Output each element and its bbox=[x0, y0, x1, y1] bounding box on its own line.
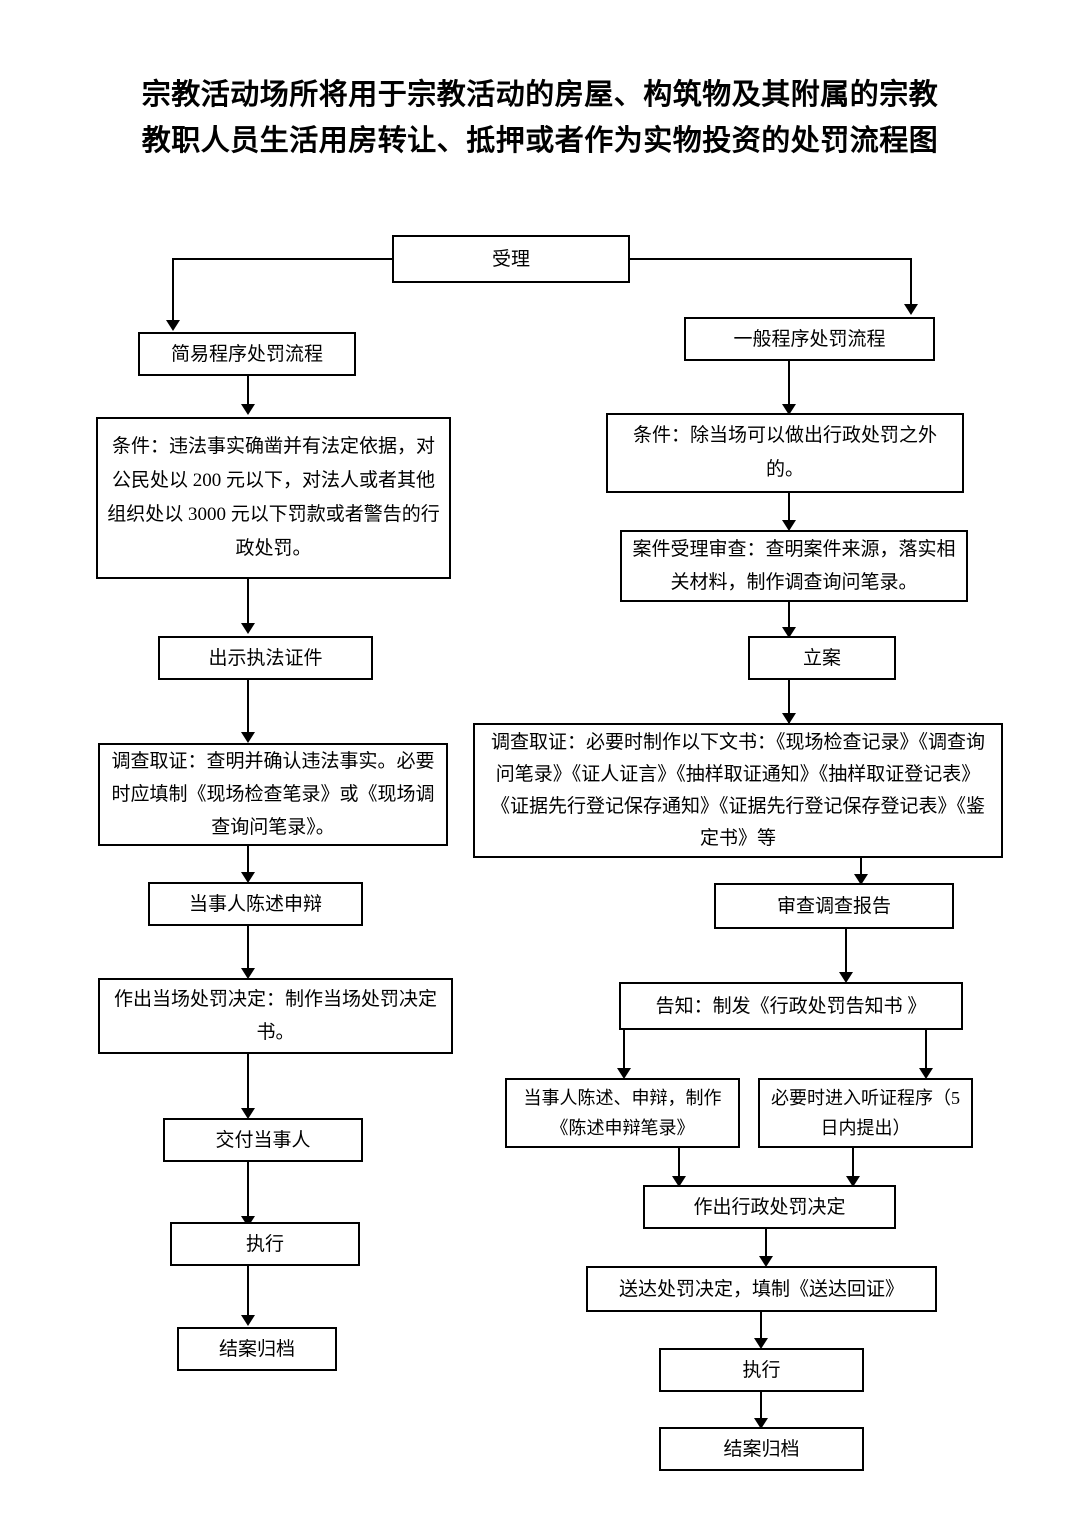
connector-hearing-to-decision bbox=[852, 1148, 854, 1181]
arrow-simple-branch-to-condition bbox=[241, 404, 255, 415]
connector-simple-branch-to-condition bbox=[247, 376, 249, 407]
arrow-party-statement-to-decision bbox=[672, 1176, 686, 1187]
arrow-hearing-to-decision bbox=[846, 1176, 860, 1187]
connector-case-review-to-file bbox=[788, 602, 790, 632]
arrow-credentials-to-investigate bbox=[241, 732, 255, 743]
node-show-credentials[interactable]: 出示执法证件 bbox=[158, 636, 373, 680]
arrow-deliver-to-execute bbox=[241, 1216, 255, 1227]
arrow-investigate-to-review-report bbox=[854, 874, 868, 885]
connector-notify-to-hearing bbox=[925, 1030, 927, 1072]
node-make-decision[interactable]: 作出行政处罚决定 bbox=[643, 1185, 896, 1229]
arrow-case-review-to-file bbox=[782, 627, 796, 638]
arrow-execute-to-archive bbox=[241, 1315, 255, 1326]
connector-notify-to-party-statement bbox=[623, 1030, 625, 1072]
node-simple-condition[interactable]: 条件：违法事实确凿并有法定依据，对公民处以 200 元以下，对法人或者其他组织处… bbox=[96, 417, 451, 579]
connector-review-report-to-notify bbox=[845, 929, 847, 977]
connector-condition-to-case-review bbox=[788, 493, 790, 523]
node-accept[interactable]: 受理 bbox=[392, 235, 630, 283]
arrow-serve-to-general-execute bbox=[754, 1338, 768, 1349]
node-onsite-decision[interactable]: 作出当场处罚决定：制作当场处罚决定书。 bbox=[98, 978, 453, 1054]
connector-root-left-vertical bbox=[172, 258, 174, 321]
node-simple-execute-label: 执行 bbox=[245, 1233, 284, 1255]
connector-investigate-to-review-report bbox=[860, 858, 862, 883]
node-review-report[interactable]: 审查调查报告 bbox=[714, 883, 954, 929]
connector-execute-to-archive bbox=[247, 1266, 249, 1318]
node-general-archive-label: 结案归档 bbox=[723, 1438, 800, 1460]
node-case-review[interactable]: 案件受理审查：查明案件来源，落实相关材料，制作调查询问笔录。 bbox=[620, 530, 968, 602]
node-simple-archive[interactable]: 结案归档 bbox=[177, 1327, 337, 1371]
node-simple-statement[interactable]: 当事人陈述申辩 bbox=[148, 882, 363, 926]
connector-general-branch-to-condition bbox=[788, 361, 790, 407]
node-party-statement[interactable]: 当事人陈述、申辩，制作《陈述申辩笔录》 bbox=[505, 1078, 740, 1148]
node-hearing[interactable]: 必要时进入听证程序（5 日内提出） bbox=[758, 1078, 973, 1148]
arrow-file-to-general-investigate bbox=[782, 713, 796, 724]
node-general-investigate-label: 调查取证：必要时制作以下文书：《现场检查记录》《调查询问笔录》《证人证言》《抽样… bbox=[490, 731, 985, 849]
node-party-statement-label: 当事人陈述、申辩，制作《陈述申辩笔录》 bbox=[523, 1088, 722, 1138]
arrow-statement-to-onsite bbox=[241, 968, 255, 979]
connector-file-to-general-investigate bbox=[788, 680, 790, 726]
node-general-branch-label: 一般程序处罚流程 bbox=[733, 328, 886, 350]
node-deliver-party-label: 交付当事人 bbox=[215, 1129, 311, 1151]
node-general-archive[interactable]: 结案归档 bbox=[659, 1427, 864, 1471]
arrow-decision-to-serve bbox=[759, 1256, 773, 1267]
node-make-decision-label: 作出行政处罚决定 bbox=[693, 1196, 846, 1218]
node-general-investigate[interactable]: 调查取证：必要时制作以下文书：《现场检查记录》《调查询问笔录》《证人证言》《抽样… bbox=[473, 723, 1003, 858]
arrow-review-report-to-notify bbox=[839, 972, 853, 983]
arrow-condition-to-case-review bbox=[782, 520, 796, 531]
node-general-branch[interactable]: 一般程序处罚流程 bbox=[684, 317, 935, 361]
node-general-condition[interactable]: 条件：除当场可以做出行政处罚之外的。 bbox=[606, 413, 964, 493]
node-show-credentials-label: 出示执法证件 bbox=[208, 647, 323, 669]
arrow-root-to-general bbox=[904, 304, 918, 315]
page-title: 宗教活动场所将用于宗教活动的房屋、构筑物及其附属的宗教教职人员生活用房转让、抵押… bbox=[141, 79, 939, 157]
node-notify[interactable]: 告知：制发《行政处罚告知书 》 bbox=[619, 982, 963, 1030]
node-case-review-label: 案件受理审查：查明案件来源，落实相关材料，制作调查询问笔录。 bbox=[632, 539, 956, 593]
node-simple-branch-label: 简易程序处罚流程 bbox=[170, 343, 323, 365]
node-general-execute-label: 执行 bbox=[742, 1359, 781, 1381]
node-simple-investigate[interactable]: 调查取证：查明并确认违法事实。必要时应填制《现场检查笔录》或《现场调查询问笔录》… bbox=[98, 743, 448, 846]
node-serve-decision[interactable]: 送达处罚决定，填制《送达回证》 bbox=[586, 1266, 937, 1312]
connector-onsite-to-deliver bbox=[247, 1054, 249, 1111]
connector-decision-to-serve bbox=[765, 1229, 767, 1261]
node-file-case[interactable]: 立案 bbox=[748, 636, 896, 680]
node-serve-decision-label: 送达处罚决定，填制《送达回证》 bbox=[618, 1278, 904, 1300]
node-file-case-label: 立案 bbox=[802, 647, 841, 669]
connector-general-execute-to-archive bbox=[760, 1392, 762, 1422]
connector-investigate-to-statement bbox=[247, 846, 249, 879]
connector-deliver-to-execute bbox=[247, 1162, 249, 1219]
connector-serve-to-general-execute bbox=[760, 1312, 762, 1343]
connector-simple-condition-to-credentials bbox=[247, 579, 249, 626]
node-deliver-party[interactable]: 交付当事人 bbox=[163, 1118, 363, 1162]
node-notify-label: 告知：制发《行政处罚告知书 》 bbox=[655, 995, 927, 1017]
arrow-notify-to-party-statement bbox=[617, 1068, 631, 1079]
node-simple-condition-label: 条件：违法事实确凿并有法定依据，对公民处以 200 元以下，对法人或者其他组织处… bbox=[107, 436, 440, 559]
node-simple-investigate-label: 调查取证：查明并确认违法事实。必要时应填制《现场检查笔录》或《现场调查询问笔录》… bbox=[111, 751, 435, 838]
node-review-report-label: 审查调查报告 bbox=[776, 895, 891, 917]
arrow-simple-condition-to-credentials bbox=[241, 623, 255, 634]
connector-party-statement-to-decision bbox=[678, 1148, 680, 1181]
connector-statement-to-onsite bbox=[247, 926, 249, 973]
connector-credentials-to-investigate bbox=[247, 680, 249, 735]
node-simple-branch[interactable]: 简易程序处罚流程 bbox=[138, 332, 356, 376]
node-simple-statement-label: 当事人陈述申辩 bbox=[188, 893, 322, 915]
arrow-root-to-simple bbox=[166, 320, 180, 331]
connector-root-right-horizontal bbox=[628, 258, 912, 260]
node-hearing-label: 必要时进入听证程序（5 日内提出） bbox=[771, 1088, 960, 1138]
connector-root-left-horizontal bbox=[172, 258, 394, 260]
node-general-condition-label: 条件：除当场可以做出行政处罚之外的。 bbox=[632, 425, 937, 480]
arrow-notify-to-hearing bbox=[919, 1068, 933, 1079]
node-accept-label: 受理 bbox=[491, 248, 530, 270]
arrow-investigate-to-statement bbox=[241, 872, 255, 883]
node-simple-archive-label: 结案归档 bbox=[218, 1338, 295, 1360]
arrow-general-execute-to-archive bbox=[754, 1418, 768, 1429]
node-onsite-decision-label: 作出当场处罚决定：制作当场处罚决定书。 bbox=[113, 989, 437, 1043]
node-general-execute[interactable]: 执行 bbox=[659, 1348, 864, 1392]
arrow-onsite-to-deliver bbox=[241, 1108, 255, 1119]
arrow-general-branch-to-condition bbox=[782, 404, 796, 415]
connector-root-right-vertical bbox=[910, 258, 912, 304]
node-simple-execute[interactable]: 执行 bbox=[170, 1222, 360, 1266]
